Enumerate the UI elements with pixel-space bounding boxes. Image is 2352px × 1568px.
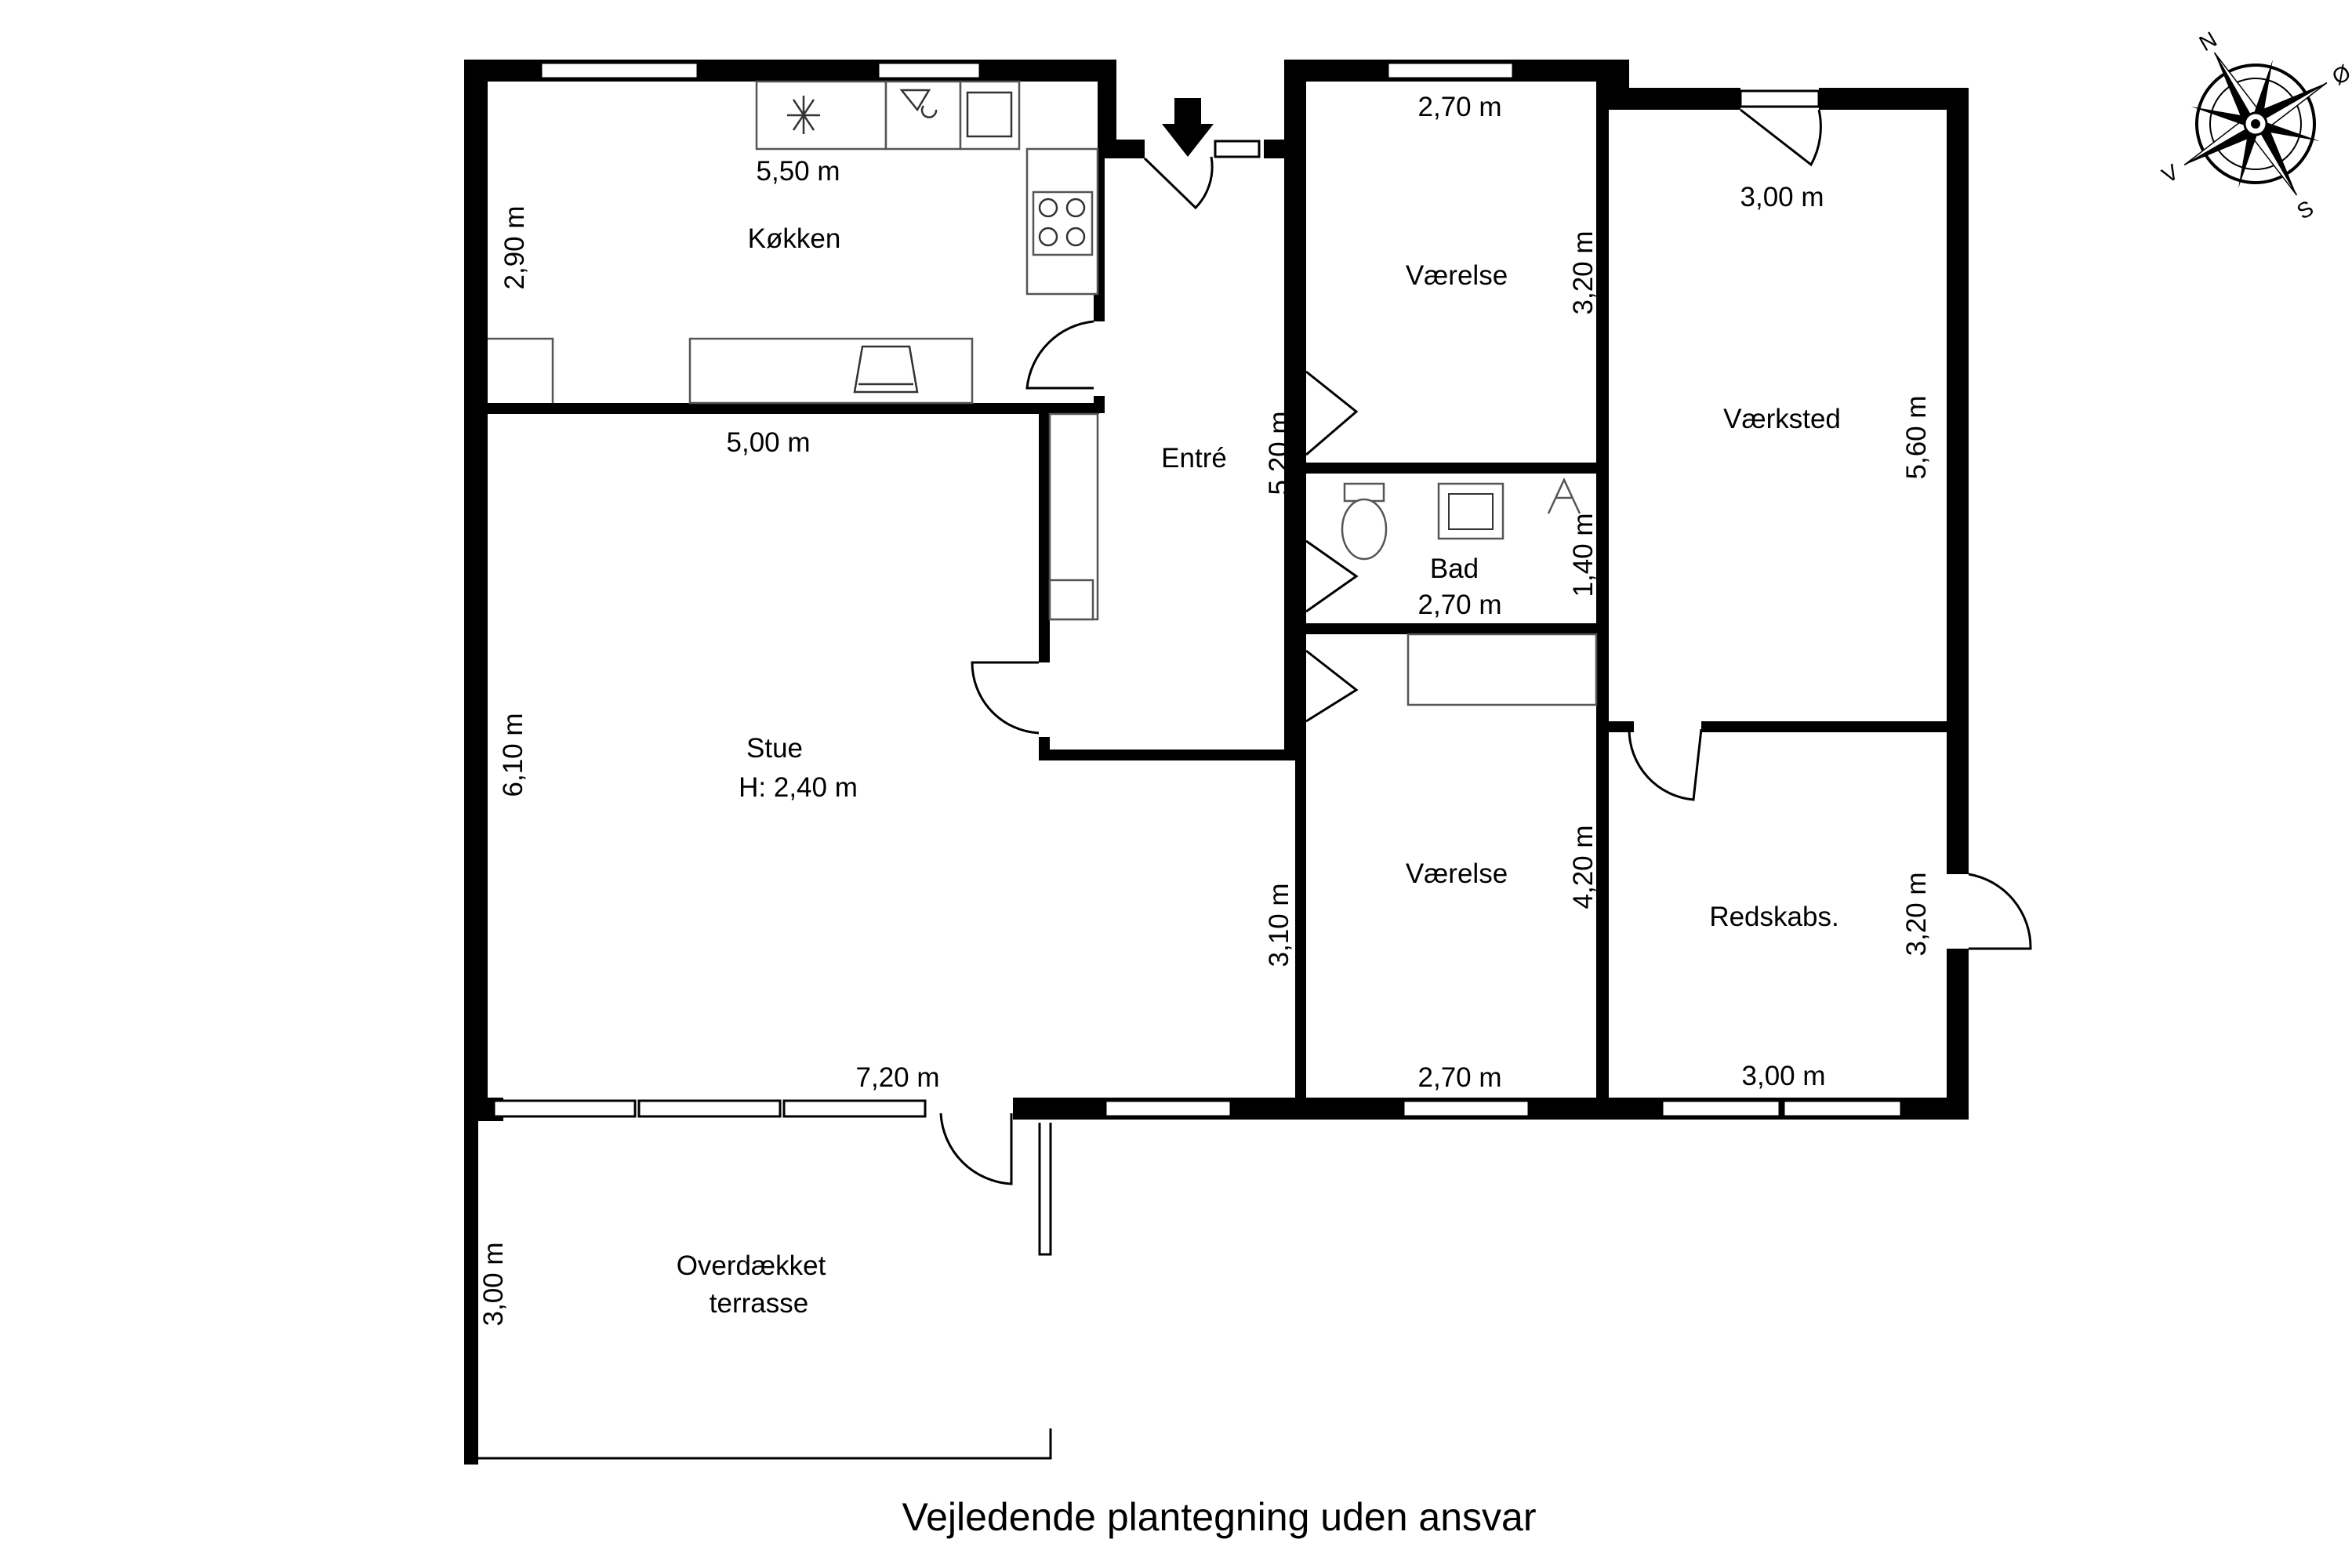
doors [939,98,2032,1185]
stue-label: Stue [746,733,803,764]
compass-v: V [2158,159,2183,187]
stue-ceiling: H: 2,40 m [739,772,858,803]
compass-o: Ø [2328,60,2352,90]
terrace [464,1120,1052,1465]
exterior-walls [464,60,1969,1121]
entrance-arrow-icon [1162,98,1214,157]
bad-label: Bad [1430,554,1479,584]
compass-rose-icon: N S V Ø [2158,27,2352,223]
bad-height: 1,40 m [1568,514,1599,597]
vaerelse-bottom-label: Værelse [1406,858,1508,889]
compass-n: N [2195,27,2221,56]
entre-label: Entré [1161,443,1227,474]
stue-width-top: 5,00 m [727,427,811,458]
kitchen-counter [688,337,974,405]
vaerksted-height: 5,60 m [1901,396,1932,480]
terrasse-label-2: terrasse [710,1288,808,1319]
vaerelse-bottom-height: 4,20 m [1568,826,1599,909]
compass-s: S [2292,195,2318,223]
terrasse-height: 3,00 m [478,1243,509,1327]
snowflake-icon [787,96,820,134]
terrasse-label-1: Overdækket [677,1250,826,1281]
vaerelse-bottom-width: 2,70 m [1418,1062,1502,1093]
bathroom-fixtures [1341,477,1598,706]
vaerelse-top-label: Værelse [1406,260,1508,291]
vaerksted-width: 3,00 m [1740,182,1824,212]
stue-height: 6,10 m [498,713,528,797]
entre-height: 5,20 m [1264,412,1294,495]
redskabs-width: 3,00 m [1742,1061,1826,1091]
stue-side: 3,10 m [1264,884,1294,967]
kokken-label: Køkken [748,223,841,254]
room-labels: Køkken 5,50 m 2,90 m Entré 5,20 m Værels… [478,92,1932,1327]
wardrobe [1048,412,1099,621]
kokken-height: 2,90 m [499,206,530,290]
redskabs-label: Redskabs. [1709,902,1838,932]
stue-width-bottom: 7,20 m [856,1062,940,1093]
toilet-tank [1343,482,1385,503]
fridge-icon [755,80,887,151]
kokken-width: 5,50 m [757,156,840,187]
vaerelse-top-width: 2,70 m [1418,92,1502,122]
interior-walls [464,82,1960,1110]
kitchen-fixtures [488,80,1099,621]
closet [1406,633,1598,706]
redskabs-height: 3,20 m [1901,873,1932,956]
toilet-icon [1341,498,1388,561]
bad-width: 2,70 m [1418,590,1502,620]
windows [492,61,1903,1118]
disclaimer-caption: Vejledende plantegning uden ansvar [902,1495,1536,1539]
dishwasher-icon [884,80,962,151]
vaerksted-label: Værksted [1723,404,1841,434]
vaerelse-top-height: 3,20 m [1568,231,1599,315]
